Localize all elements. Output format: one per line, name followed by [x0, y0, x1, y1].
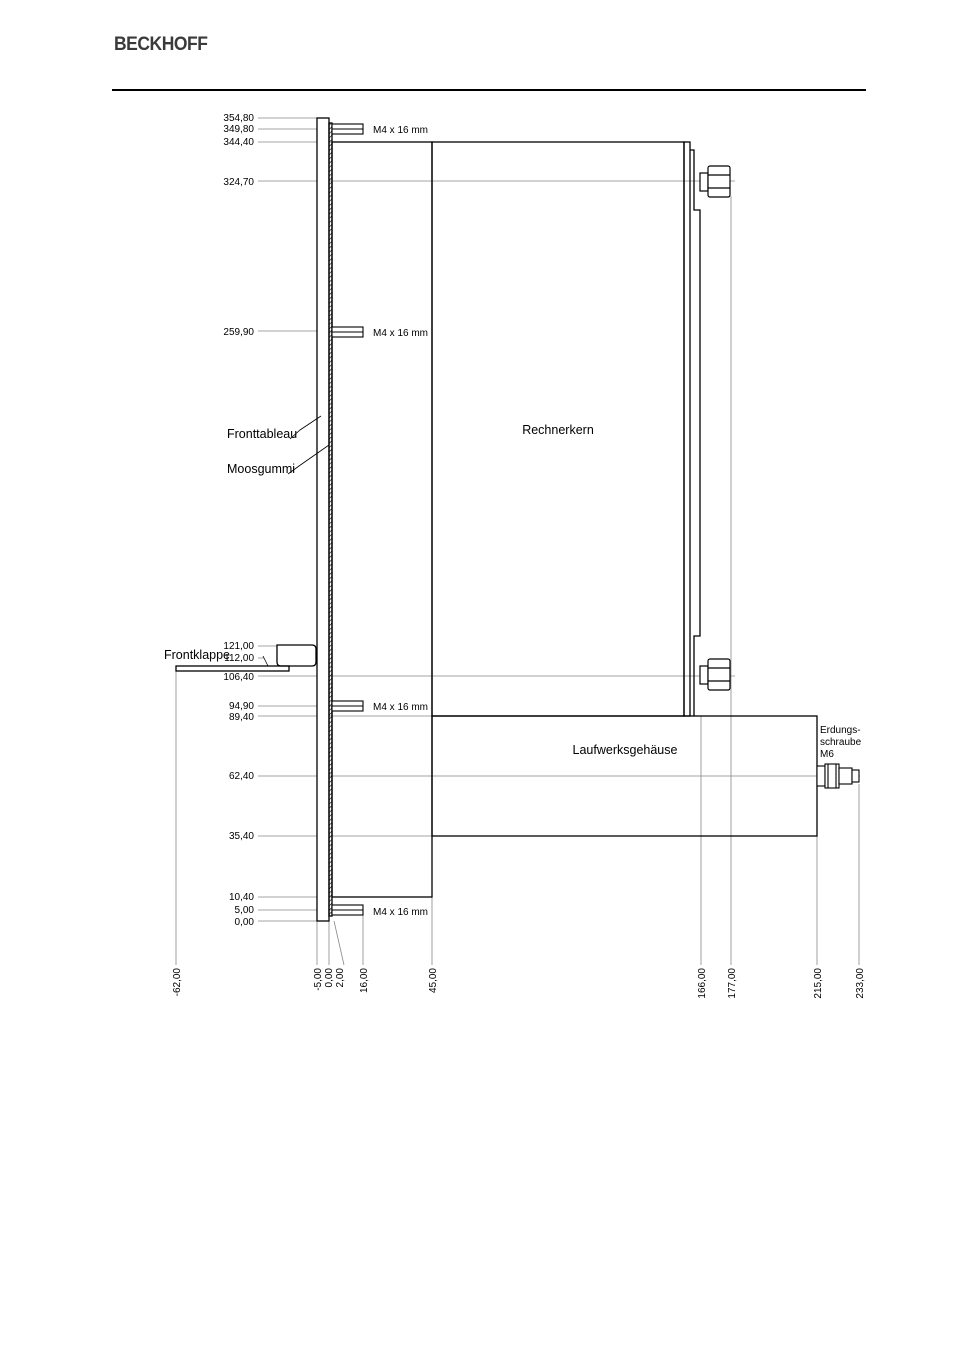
x-dim-label: 2,00: [335, 968, 346, 988]
screw-label: M4 x 16 mm: [373, 702, 428, 713]
y-dim-label: 62,40: [229, 771, 254, 782]
x-dimension-labels: -62,00 -5,00 0,00 2,00 16,00 45,00 166,0…: [172, 968, 866, 999]
y-dim-label: 0,00: [235, 917, 255, 928]
x-dim-label: 0,00: [324, 968, 335, 988]
m4-screws: [331, 123, 364, 916]
housing-outline: [175, 117, 818, 922]
y-dim-label: 259,90: [223, 327, 254, 338]
part-labels: Fronttableau Moosgummi Frontklappe Rechn…: [164, 423, 862, 760]
y-dim-label: 354,80: [223, 113, 254, 124]
y-dim-label: 112,00: [224, 653, 254, 664]
back-nuts: [699, 165, 731, 691]
back-plate: [683, 141, 691, 717]
inner-frame: [331, 141, 433, 898]
y-dim-label: 349,80: [223, 124, 254, 135]
erdung-label-3: M6: [820, 749, 834, 760]
x-dim-label: 45,00: [428, 968, 439, 993]
y-dimension-labels: 354,80 349,80 344,40 324,70 259,90 121,0…: [223, 113, 254, 928]
moosgummi-label: Moosgummi: [227, 462, 295, 476]
y-dim-label: 344,40: [223, 137, 254, 148]
y-dim-label: 5,00: [235, 905, 255, 916]
rechnerkern-label: Rechnerkern: [522, 423, 594, 437]
x-dim-label: 215,00: [813, 968, 824, 999]
y-dim-label: 324,70: [223, 177, 254, 188]
frontklappe-label: Frontklappe: [164, 648, 230, 662]
screw-label: M4 x 16 mm: [373, 125, 428, 136]
screw-labels: M4 x 16 mm M4 x 16 mm M4 x 16 mm M4 x 16…: [373, 125, 428, 918]
beckhoff-logo: BECKHOFF: [114, 34, 208, 55]
x-dim-label: 233,00: [855, 968, 866, 999]
frontklappe-lip: [175, 665, 290, 672]
x-dim-label: 177,00: [727, 968, 738, 999]
y-dim-label: 106,40: [223, 672, 254, 683]
erdung-label-2: schraube: [820, 737, 862, 748]
horizontal-leaders: [258, 117, 860, 922]
grounding-screw: [816, 763, 860, 789]
screw-label: M4 x 16 mm: [373, 328, 428, 339]
y-dim-label: 94,90: [229, 701, 254, 712]
label-leaders: [262, 415, 330, 667]
x-dim-label: 166,00: [697, 968, 708, 999]
x-dim-label: -5,00: [313, 968, 324, 991]
back-plate-step: [690, 149, 701, 716]
y-dim-label: 89,40: [229, 712, 254, 723]
x-dim-label: 16,00: [359, 968, 370, 993]
erdung-label-1: Erdungs-: [820, 725, 861, 736]
laufwerksgehaeuse-label: Laufwerksgehäuse: [573, 743, 678, 757]
x-dim-label: -62,00: [172, 968, 183, 997]
y-dim-label: 121,00: [223, 641, 254, 652]
y-dim-label: 10,40: [229, 892, 254, 903]
screw-label: M4 x 16 mm: [373, 907, 428, 918]
header-rule: [112, 89, 866, 91]
fronttableau-plate: [316, 117, 330, 922]
frontklappe-body: [276, 644, 317, 667]
y-dim-label: 35,40: [229, 831, 254, 842]
vertical-leaders: [175, 196, 860, 966]
fronttableau-label: Fronttableau: [227, 427, 297, 441]
